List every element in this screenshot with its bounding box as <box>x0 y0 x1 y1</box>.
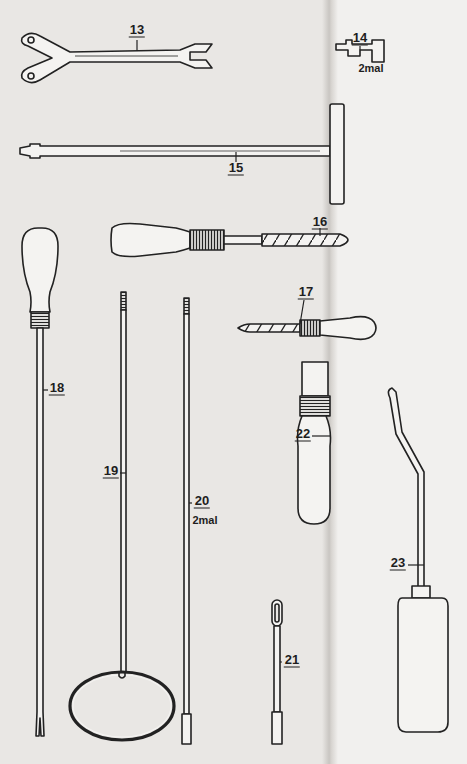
callout-number: 16 <box>312 215 328 230</box>
callout-number: 21 <box>284 653 300 668</box>
callout-number: 14 <box>352 31 368 46</box>
callout-number: 18 <box>49 381 65 396</box>
quantity-note: 2mal <box>192 515 217 526</box>
callout-number: 22 <box>295 427 311 442</box>
callout-number: 20 <box>194 494 210 509</box>
callout-number: 13 <box>129 23 145 38</box>
quantity-note: 2mal <box>358 63 383 74</box>
callout-number: 17 <box>298 285 314 300</box>
callout-number: 15 <box>228 161 244 176</box>
callout-number: 23 <box>390 556 406 571</box>
callout-number: 19 <box>103 464 119 479</box>
